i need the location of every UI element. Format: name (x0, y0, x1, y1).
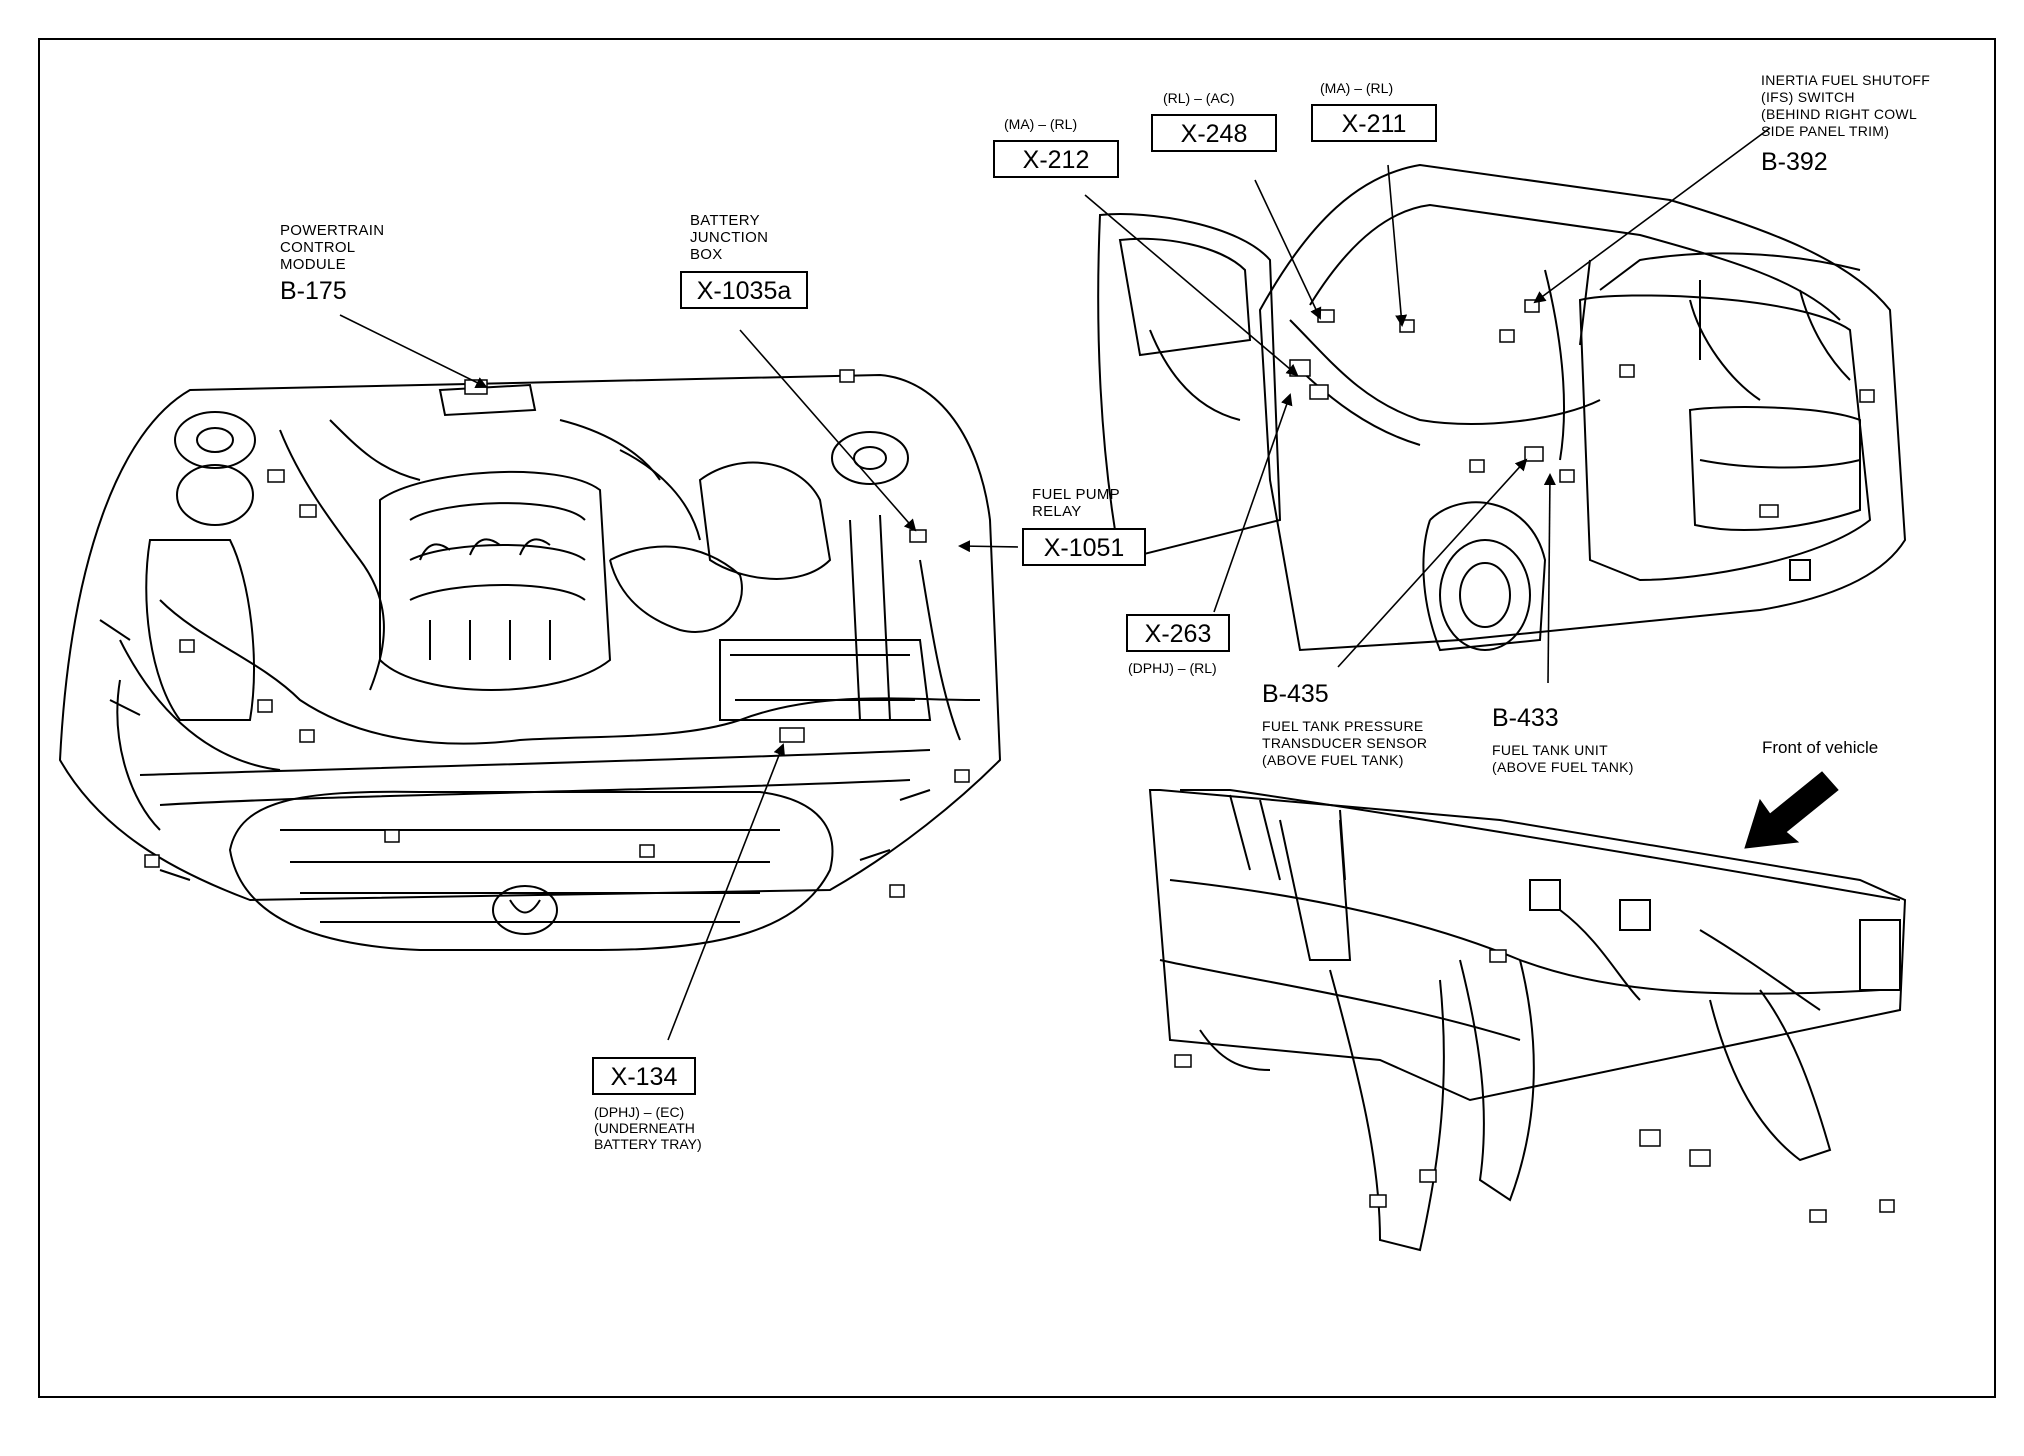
b433-id: B-433 (1492, 704, 1559, 732)
engine-connectors (144, 369, 970, 898)
leader-x134 (667, 743, 785, 1041)
bjb-description: BATTERY JUNCTION BOX (690, 212, 769, 263)
vehicle-connectors (1289, 299, 1875, 518)
leader-x263 (1213, 393, 1293, 613)
ifs-description: INERTIA FUEL SHUTOFF (IFS) SWITCH (BEHIN… (1761, 72, 1931, 139)
leader-fpr (958, 540, 1019, 553)
x212-code: (MA) – (RL) (1004, 116, 1078, 132)
diagram-frame (38, 38, 1996, 1398)
leader-pcm (339, 314, 488, 388)
x211-code: (MA) – (RL) (1320, 80, 1394, 96)
x248-code: (RL) – (AC) (1163, 90, 1235, 106)
leader-bjb (739, 329, 917, 532)
b433-description: FUEL TANK UNIT (ABOVE FUEL TANK) (1492, 742, 1634, 775)
x248-box: X-248 (1151, 114, 1277, 152)
front-direction-arrow-icon (1744, 771, 1839, 849)
leader-x248 (1254, 179, 1322, 320)
fpr-box: X-1051 (1022, 528, 1146, 566)
vehicle-body-illustration (1097, 163, 1907, 652)
pcm-description: POWERTRAIN CONTROL MODULE (280, 222, 385, 273)
engine-bay-illustration (58, 373, 1002, 951)
leader-ifs (1533, 127, 1771, 304)
x134-box: X-134 (592, 1057, 696, 1095)
b435-id: B-435 (1262, 680, 1329, 708)
leader-b433 (1543, 473, 1556, 684)
x263-box: X-263 (1126, 614, 1230, 652)
bjb-box: X-1035a (680, 271, 808, 309)
fpr-description: FUEL PUMP RELAY (1032, 486, 1120, 520)
dash-connectors (1174, 949, 1895, 1223)
leader-lines (339, 127, 1771, 1041)
x263-subtext: (DPHJ) – (RL) (1128, 660, 1217, 676)
leader-b435 (1337, 458, 1528, 668)
x212-box: X-212 (993, 140, 1119, 178)
x134-subtext: (DPHJ) – (EC) (UNDERNEATH BATTERY TRAY) (594, 1104, 702, 1152)
leader-x211 (1387, 164, 1408, 327)
x211-box: X-211 (1311, 104, 1437, 142)
ifs-id: B-392 (1761, 148, 1828, 176)
instrument-panel-illustration (1148, 789, 1907, 1252)
b435-description: FUEL TANK PRESSURE TRANSDUCER SENSOR (AB… (1262, 718, 1428, 768)
pcm-id: B-175 (280, 277, 347, 305)
front-of-vehicle-note: Front of vehicle (1762, 738, 1879, 757)
leader-x212 (1084, 194, 1299, 377)
